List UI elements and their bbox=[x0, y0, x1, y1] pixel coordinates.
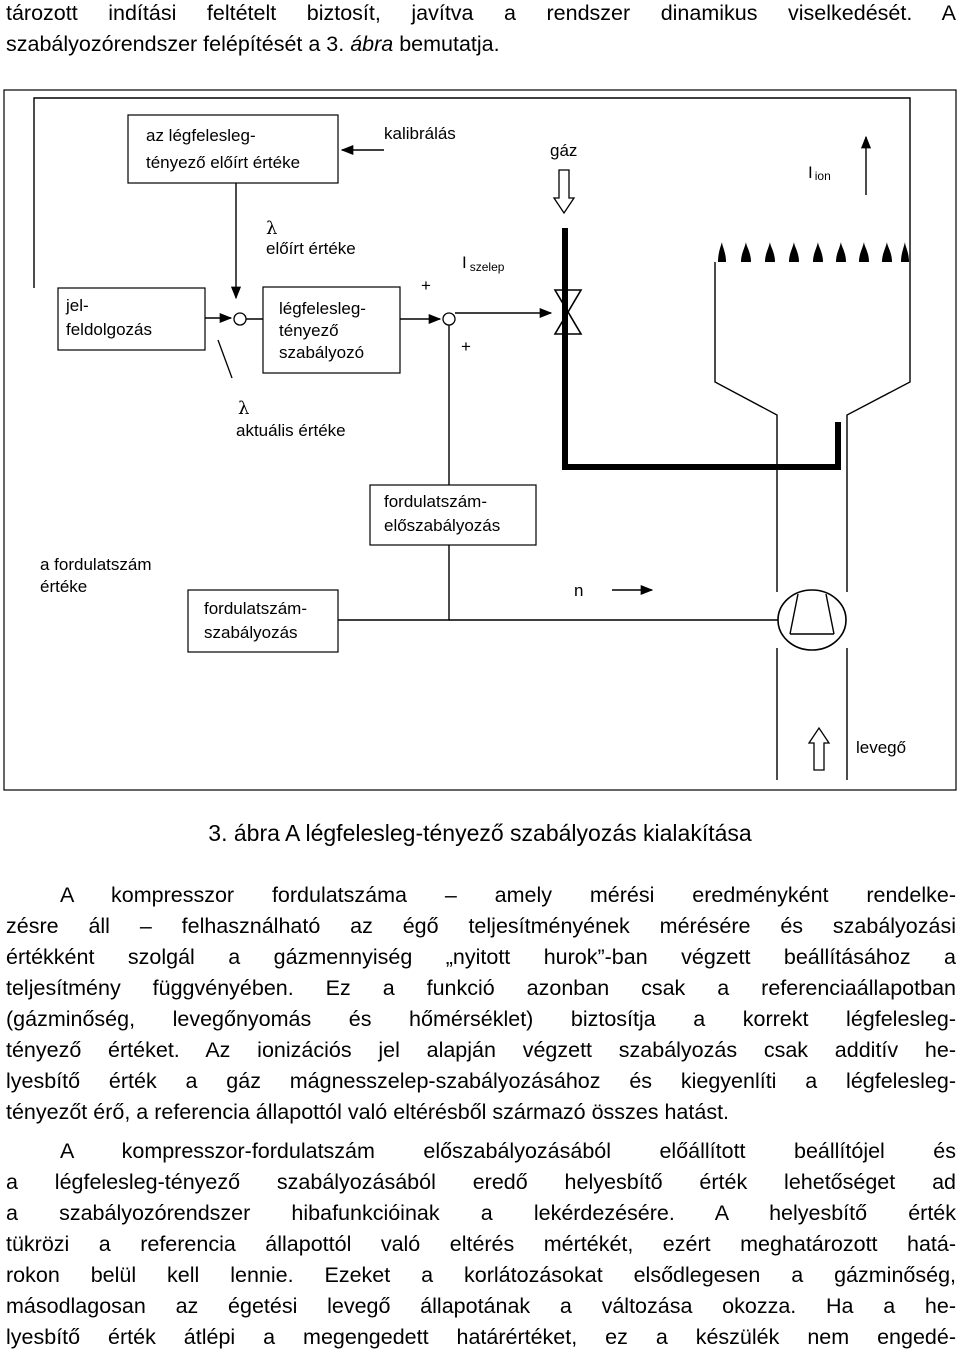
calibration-label: kalibrálás bbox=[384, 124, 456, 143]
flame-icon bbox=[718, 242, 726, 262]
flame-icon bbox=[836, 242, 846, 262]
controller-line-3: szabályozó bbox=[279, 343, 364, 362]
para2-line: másodlagosan az égetési levegő állapotán… bbox=[6, 1294, 956, 1318]
gas-arrow-icon bbox=[552, 169, 576, 215]
para1-line: tényezőt érő, a referencia állapottól va… bbox=[6, 1100, 730, 1124]
para1-line: lyesbítő érték a gáz mágnesszelep-szabál… bbox=[6, 1069, 956, 1093]
n-label: n bbox=[574, 581, 583, 600]
lambda-setpoint-label: előírt értéke bbox=[266, 239, 356, 258]
burner-body-right bbox=[846, 262, 911, 592]
lambda-setpoint-symbol: λ bbox=[266, 218, 277, 239]
plus-bottom: + bbox=[461, 337, 471, 356]
flame-icon bbox=[859, 242, 869, 262]
intro-line-1: tározott indítási feltételt biztosít, ja… bbox=[6, 1, 956, 25]
signal-line-2: feldolgozás bbox=[66, 320, 152, 339]
controller-line-2: tényező bbox=[279, 321, 339, 340]
para2-line: tükrözi a referencia állapottól való elt… bbox=[6, 1232, 956, 1256]
speed-value-line-2: értéke bbox=[40, 577, 87, 596]
plus-top: + bbox=[421, 276, 431, 295]
signal-line-1: jel- bbox=[65, 296, 89, 315]
para2-line: lyesbítő érték átlépi a megengedett hatá… bbox=[6, 1325, 956, 1349]
air-label: levegő bbox=[856, 738, 906, 757]
speed-value-line-1: a fordulatszám bbox=[40, 555, 152, 574]
flame-icon bbox=[741, 242, 751, 262]
speed-control-box bbox=[187, 589, 339, 653]
fan-blade bbox=[789, 593, 799, 635]
controller-box bbox=[262, 286, 401, 374]
signal-box bbox=[57, 287, 206, 351]
para1-line: zésre áll – felhasználható az égő teljes… bbox=[6, 914, 956, 938]
speedctrl-line-2: szabályozás bbox=[204, 623, 298, 642]
flame-icon bbox=[813, 242, 823, 262]
figure-caption: 3. ábra A légfelesleg-tényező szabályozá… bbox=[208, 820, 752, 846]
prespeed-line-2: előszabályozás bbox=[384, 516, 500, 535]
para2-line: rokon belül kell lennie. Ezeket a korlát… bbox=[6, 1263, 956, 1287]
intro-paragraph: tározott indítási feltételt biztosít, ja… bbox=[6, 0, 956, 60]
gas-label: gáz bbox=[550, 141, 577, 160]
lambda-actual-symbol: λ bbox=[238, 398, 249, 419]
flame-icon bbox=[882, 242, 892, 262]
air-arrow-icon bbox=[807, 726, 831, 771]
burner-flames bbox=[718, 242, 909, 262]
setpoint-box bbox=[127, 114, 339, 184]
flame-icon bbox=[901, 242, 909, 262]
para1-line: tényező értéket. Az ionizációs jel alapj… bbox=[6, 1038, 956, 1062]
para2-line: A kompresszor-fordulatszám előszabályozá… bbox=[60, 1139, 956, 1163]
para1-line: A kompresszor fordulatszáma – amely méré… bbox=[60, 883, 956, 907]
prespeed-line-1: fordulatszám- bbox=[384, 492, 487, 511]
flame-icon bbox=[765, 242, 775, 262]
lambda-actual-line bbox=[217, 339, 233, 379]
lambda-actual-label: aktuális értéke bbox=[236, 421, 346, 440]
prespeed-box bbox=[369, 484, 537, 546]
intro-line-2: szabályozórendszer felépítését a 3. ábra… bbox=[6, 32, 500, 56]
setpoint-line-2: tényező előírt értéke bbox=[146, 153, 300, 172]
gas-pipe bbox=[562, 228, 841, 470]
fan-blade bbox=[825, 593, 835, 635]
summing-junction-2 bbox=[442, 312, 456, 326]
burner-body-left bbox=[714, 262, 778, 592]
speedctrl-line-1: fordulatszám- bbox=[204, 599, 307, 618]
para2-line: a szabályozórendszer hibafunkcióinak a l… bbox=[6, 1201, 956, 1225]
summing-junction-1 bbox=[233, 312, 247, 326]
para2-line: a légfelesleg-tényező szabályozásából er… bbox=[6, 1170, 956, 1194]
controller-line-1: légfelesleg- bbox=[279, 299, 366, 318]
para1-line: (gázminőség, levegőnyomás és hőmérséklet… bbox=[6, 1007, 956, 1031]
paragraph-2: A kompresszor-fordulatszám előszabályozá… bbox=[6, 1136, 956, 1353]
paragraph-1: A kompresszor fordulatszáma – amely méré… bbox=[6, 880, 956, 1128]
diagram-frame bbox=[3, 89, 957, 791]
speed-signal-line bbox=[338, 545, 450, 621]
para1-line: teljesítmény függvényében. Ez a funkció … bbox=[6, 976, 956, 1000]
flame-icon bbox=[789, 242, 799, 262]
fan-icon bbox=[777, 589, 847, 651]
feedback-line bbox=[33, 97, 911, 288]
para1-line: értékként szolgál a gázmennyiség „nyitot… bbox=[6, 945, 956, 969]
setpoint-line-1: az légfelesleg- bbox=[146, 126, 256, 145]
control-diagram: az légfelesleg- tényező előírt értéke ka… bbox=[3, 89, 957, 791]
